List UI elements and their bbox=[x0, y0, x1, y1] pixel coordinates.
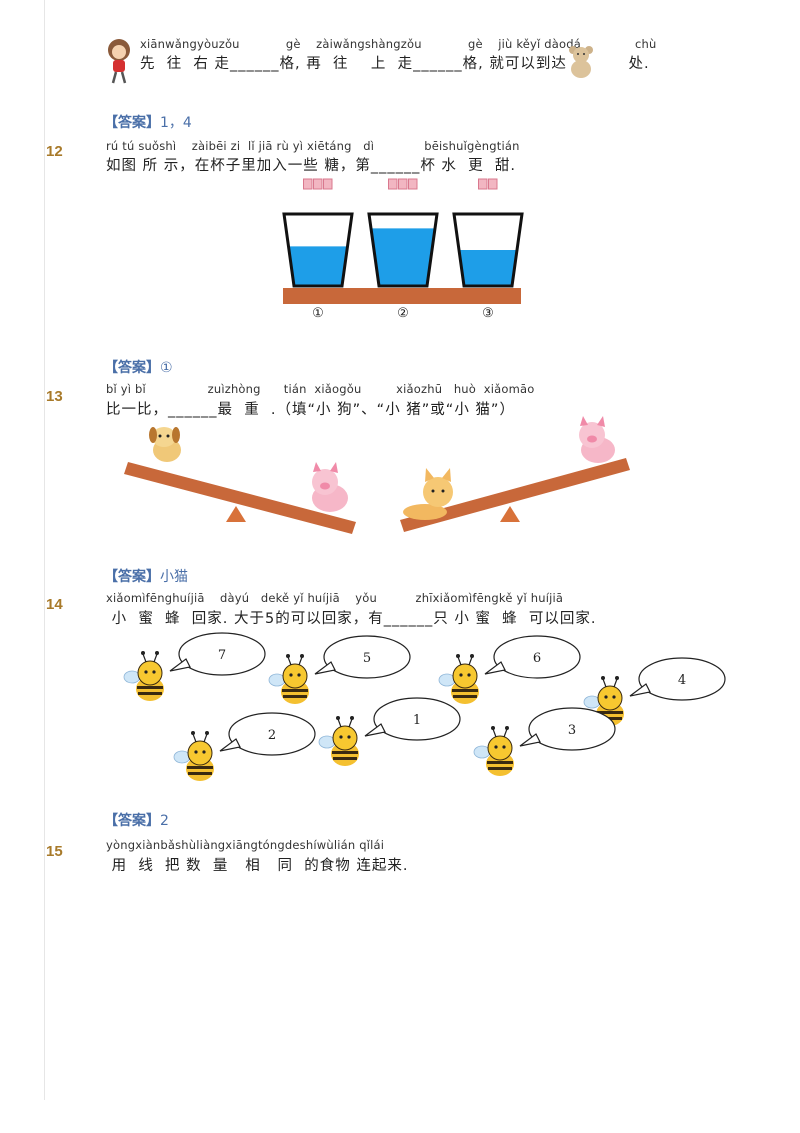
sugar-cube bbox=[303, 178, 313, 190]
q15-pinyin: yòngxiànbǎshùliàngxiāngtóngdeshíwùlián q… bbox=[106, 838, 385, 852]
bees-figure: 7 5 6 4 2 1 3 bbox=[123, 632, 726, 781]
bee-3: 6 bbox=[438, 635, 581, 704]
teddy-bear-illustration bbox=[569, 46, 593, 78]
q12-answer: 【答案】① bbox=[104, 360, 173, 376]
bee-number: 4 bbox=[678, 673, 686, 688]
cup-label-1: ① bbox=[312, 306, 324, 321]
q13-pinyin: bǐ yì bǐ zuìzhòng tián xiǎogǒu xiǎozhū h… bbox=[106, 382, 535, 396]
sugar-cube bbox=[478, 178, 488, 190]
q15-text: 用 线 把 数 量 相 同 的食物 连起来. bbox=[106, 858, 409, 874]
bee-number: 6 bbox=[533, 651, 541, 666]
seesaw-right-plank bbox=[400, 458, 630, 532]
q12-text: 如图 所 示，在杯子里加入一些 糖，第______杯 水 更 甜. bbox=[106, 158, 516, 174]
bee-7: 3 bbox=[473, 707, 616, 776]
girl-illustration bbox=[108, 39, 130, 84]
sugar-cube bbox=[398, 178, 408, 190]
pig-illustration-left bbox=[312, 462, 348, 512]
sugar-cube bbox=[323, 178, 333, 190]
water-fill bbox=[459, 250, 517, 286]
bee-number: 5 bbox=[363, 651, 371, 666]
q13-text: 比一比，______最 重 .（填“小 狗”、“小 猪”或“小 猫”） bbox=[106, 402, 515, 418]
q14-answer: 【答案】2 bbox=[104, 813, 169, 829]
bee-5: 2 bbox=[173, 712, 316, 781]
bee-number: 7 bbox=[218, 648, 226, 663]
q13-number: 13 bbox=[46, 388, 63, 405]
speech-bubble bbox=[178, 632, 266, 676]
cups-figure: ① ② ③ bbox=[282, 178, 524, 321]
sugar-cube bbox=[388, 178, 398, 190]
bee-6: 1 bbox=[318, 697, 461, 766]
cup-label-2: ② bbox=[397, 306, 409, 321]
cup-label-3: ③ bbox=[482, 306, 494, 321]
speech-bubble bbox=[228, 712, 316, 756]
seesaw-left-pivot bbox=[226, 506, 246, 522]
speech-bubble bbox=[373, 697, 461, 741]
bee-1: 7 bbox=[123, 632, 266, 701]
q11-text: 先 往 右 走______格, 再 往 上 走______格, 就可以到达 处. bbox=[140, 56, 650, 72]
speech-bubble bbox=[323, 635, 411, 679]
bee-2: 5 bbox=[268, 635, 411, 704]
cup-3 bbox=[452, 178, 524, 288]
q14-pinyin: xiǎomìfēnghuíjiā dàyú dekě yǐ huíjiā yǒu… bbox=[106, 591, 564, 605]
bee-number: 1 bbox=[413, 713, 421, 728]
bee-4: 4 bbox=[583, 657, 726, 726]
sugar-cube bbox=[488, 178, 498, 190]
seesaw-right-pivot bbox=[500, 506, 520, 522]
speech-bubble bbox=[493, 635, 581, 679]
q12-pinyin: rú tú suǒshì zàibēi zi lǐ jiā rù yì xiēt… bbox=[106, 139, 520, 153]
q11-answer: 【答案】1，4 bbox=[104, 115, 192, 131]
q12-number: 12 bbox=[46, 143, 63, 160]
q11-pinyin: xiānwǎngyòuzǒu gè zàiwǎngshàngzǒu gè jiù… bbox=[140, 37, 657, 51]
cat-illustration bbox=[403, 468, 453, 520]
dog-illustration bbox=[149, 427, 181, 462]
cup-2 bbox=[367, 178, 439, 288]
speech-bubble bbox=[528, 707, 616, 751]
q15-number: 15 bbox=[46, 843, 63, 860]
q14-number: 14 bbox=[46, 596, 63, 613]
seesaw-figure bbox=[124, 416, 630, 534]
cup-1 bbox=[282, 178, 354, 288]
seesaw-left-plank bbox=[124, 462, 356, 534]
bee-number: 3 bbox=[568, 723, 576, 738]
bee-number: 2 bbox=[268, 728, 276, 743]
sugar-cube bbox=[408, 178, 418, 190]
page-margin-line bbox=[44, 0, 45, 1100]
pig-illustration-right bbox=[579, 416, 615, 463]
sugar-cube bbox=[313, 178, 323, 190]
table-plank bbox=[283, 288, 521, 304]
water-fill bbox=[371, 228, 435, 286]
speech-bubble bbox=[638, 657, 726, 701]
q14-text: 小 蜜 蜂 回家. 大于5的可以回家，有______只 小 蜜 蜂 可以回家. bbox=[106, 611, 597, 627]
water-fill bbox=[288, 246, 348, 286]
q13-answer: 【答案】小猫 bbox=[104, 569, 188, 585]
